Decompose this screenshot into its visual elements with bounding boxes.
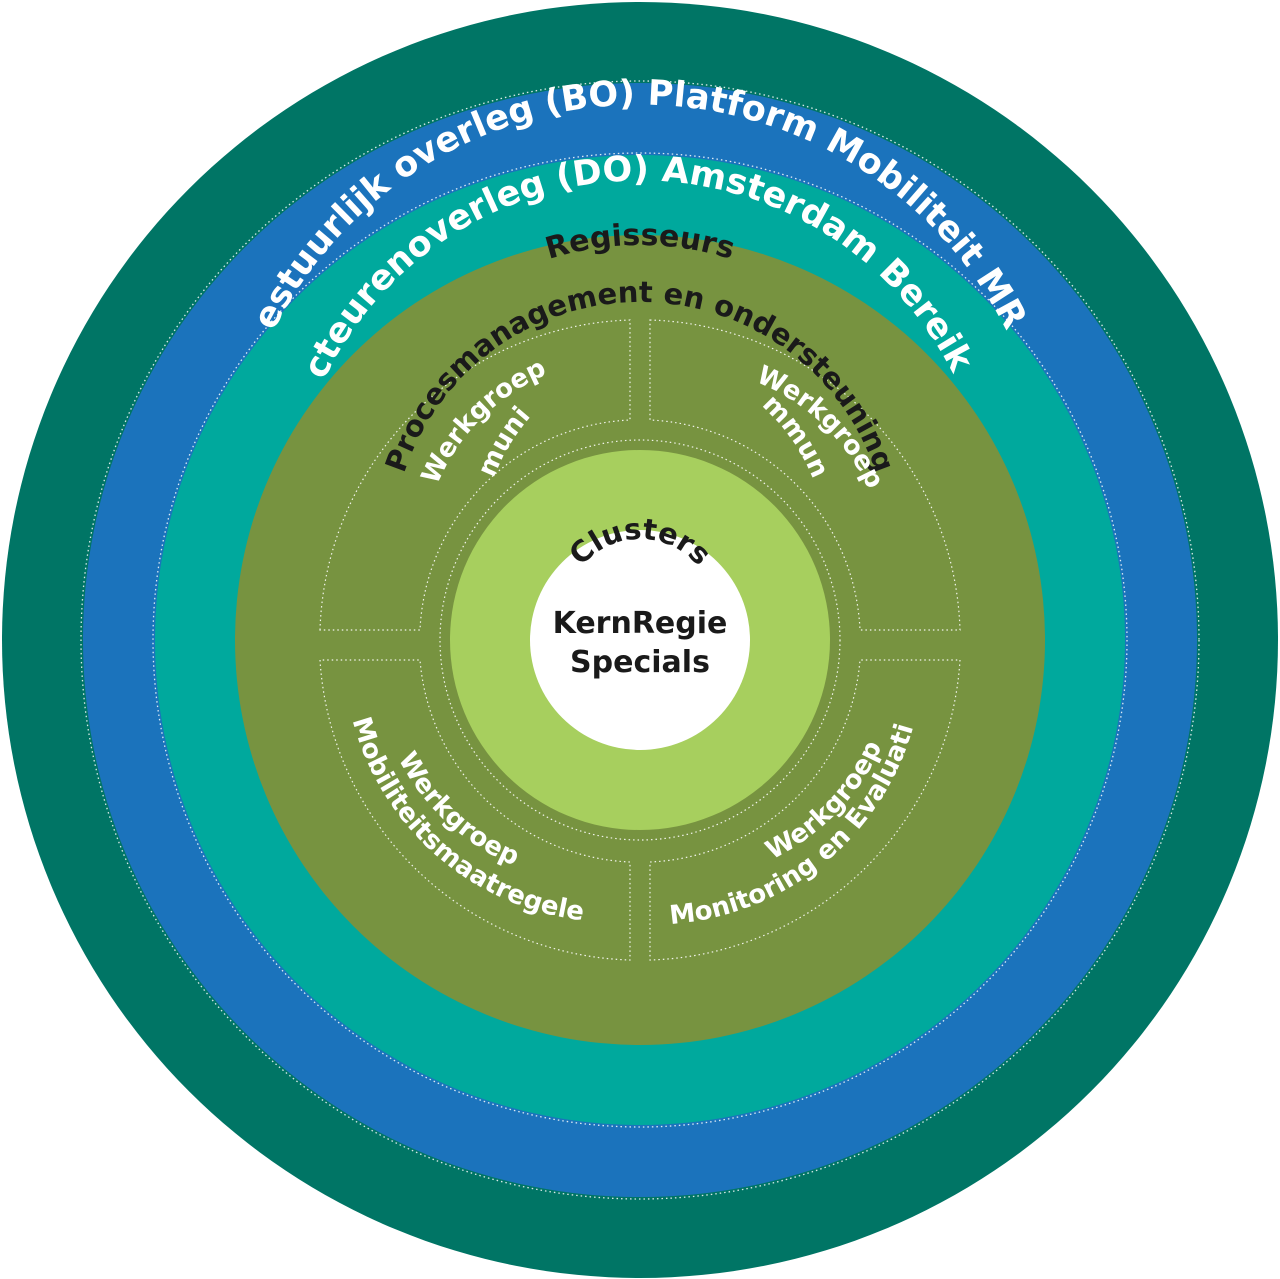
core-label-line1: KernRegie (553, 606, 728, 641)
core-label-line2: Specials (570, 645, 710, 680)
segment-border-mobiliteit (319, 659, 631, 961)
segment-border-monitoring (649, 659, 961, 961)
segment-border-community (649, 319, 961, 631)
werkgroep-segment-borders (319, 319, 961, 961)
segment-border-communicatie (319, 319, 631, 631)
kernregie-specials-circle (530, 530, 750, 750)
